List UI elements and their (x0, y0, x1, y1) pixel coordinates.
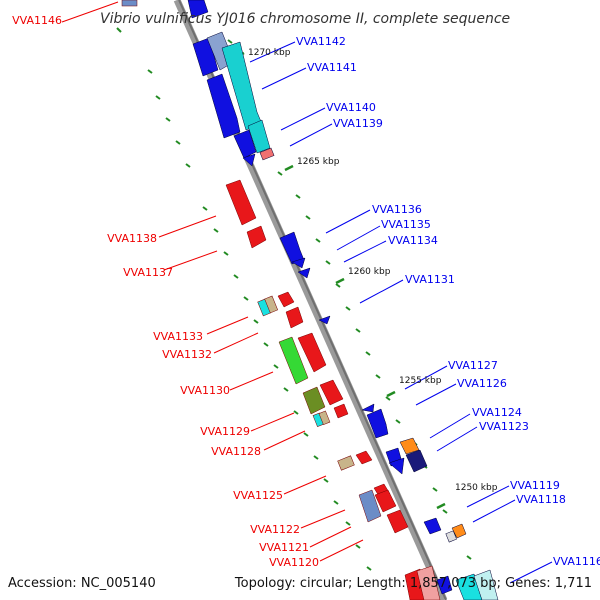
gene-label-vva1136[interactable]: VVA1136 (372, 203, 422, 216)
gene-label-vva1122[interactable]: VVA1122 (250, 523, 300, 536)
gene-box-vva1134[interactable] (297, 267, 311, 279)
topology-label: Topology: circular; Length: 1,857,073 bp… (234, 576, 592, 591)
gene-label-vva1118[interactable]: VVA1118 (516, 493, 566, 506)
gene-box-vva1120[interactable] (416, 565, 441, 600)
gene-box-vva1129[interactable] (302, 386, 326, 415)
scale-label-1250: 1250 kbp (455, 483, 498, 493)
tick-track-left (116, 27, 372, 571)
gene-label-vva1134[interactable]: VVA1134 (388, 234, 438, 247)
gene-box-vva1118[interactable] (451, 523, 467, 539)
gene-box-vva1141[interactable] (206, 73, 241, 139)
scale-label-1260: 1260 kbp (348, 267, 391, 277)
gene-label-vva1133[interactable]: VVA1133 (153, 330, 203, 343)
gene-box-vva1142[interactable] (192, 37, 219, 77)
gene-box-vva1130[interactable] (278, 336, 309, 385)
scale-label-1265: 1265 kbp (297, 157, 340, 167)
gene-box-vva1127[interactable] (361, 403, 375, 413)
gene-box-vva1124[interactable] (405, 449, 428, 473)
gene-label-vva1138[interactable]: VVA1138 (107, 232, 157, 245)
gene-label-vva1146[interactable]: VVA1146 (12, 14, 62, 27)
gene-label-vva1140[interactable]: VVA1140 (326, 101, 376, 114)
gene-box-vva1136[interactable] (279, 231, 305, 265)
gene-label-vva1128[interactable]: VVA1128 (211, 445, 261, 458)
gene-label-vva1121[interactable]: VVA1121 (259, 541, 309, 554)
gene-box-vva1123[interactable] (388, 457, 405, 475)
gene-label-vva1132[interactable]: VVA1132 (162, 348, 212, 361)
scale-labels: 1270 kbp 1265 kbp 1260 kbp 1255 kbp 1250… (248, 48, 498, 493)
gene-box-vva1146[interactable] (121, 0, 138, 7)
label-leaders-reverse (61, 1, 364, 562)
gene-box-vva1119[interactable] (423, 517, 442, 535)
label-leaders-forward (249, 41, 553, 584)
gene-box-vva1121[interactable] (386, 509, 409, 534)
gene-box-vva1126[interactable] (366, 408, 389, 439)
gene-box-vva1132[interactable] (285, 306, 304, 329)
gene-label-vva1131[interactable]: VVA1131 (405, 273, 455, 286)
reverse-strand-genes (121, 0, 441, 600)
scale-label-1255: 1255 kbp (399, 376, 442, 386)
reverse-gene-labels: VVA1146 VVA1138 VVA1137 VVA1133 VVA1132 … (12, 14, 319, 569)
gene-box-vva1135[interactable] (291, 257, 306, 269)
gene-label-vva1125[interactable]: VVA1125 (233, 489, 283, 502)
gene-label-vva1120[interactable]: VVA1120 (269, 556, 319, 569)
gene-label-vva1119[interactable]: VVA1119 (510, 479, 560, 492)
gene-label-vva1116[interactable]: VVA1116 (553, 555, 600, 568)
gene-box-vva1125[interactable] (337, 455, 355, 471)
gene-box-vva1131[interactable] (318, 315, 331, 325)
gene-label-vva1124[interactable]: VVA1124 (472, 406, 522, 419)
gene-box-vva1137[interactable] (246, 225, 267, 249)
map-title: Vibrio vulnificus YJ016 chromosome II, c… (100, 11, 510, 27)
accession-label: Accession: NC_005140 (8, 576, 156, 591)
gene-label-vva1123[interactable]: VVA1123 (479, 420, 529, 433)
gene-box-vva1133a[interactable] (277, 291, 295, 308)
gene-label-vva1126[interactable]: VVA1126 (457, 377, 507, 390)
gene-label-vva1135[interactable]: VVA1135 (381, 218, 431, 231)
gene-label-vva1139[interactable]: VVA1139 (333, 117, 383, 130)
gene-label-vva1129[interactable]: VVA1129 (200, 425, 250, 438)
gene-label-vva1141[interactable]: VVA1141 (307, 61, 357, 74)
scale-label-1270: 1270 kbp (248, 48, 291, 58)
gene-label-vva1142[interactable]: VVA1142 (296, 35, 346, 48)
gene-label-vva1127[interactable]: VVA1127 (448, 359, 498, 372)
gene-box-vva1122[interactable] (358, 489, 382, 523)
gene-box-vva1140[interactable] (221, 41, 263, 131)
gene-box-vva1139[interactable] (247, 119, 271, 154)
gene-label-vva1130[interactable]: VVA1130 (180, 384, 230, 397)
forward-strand-genes (187, 0, 499, 600)
gene-box-vva1138[interactable] (225, 179, 257, 226)
gene-label-vva1137[interactable]: VVA1137 (123, 266, 173, 279)
forward-gene-labels: VVA1142 VVA1141 VVA1140 VVA1139 VVA1136 … (296, 35, 600, 568)
